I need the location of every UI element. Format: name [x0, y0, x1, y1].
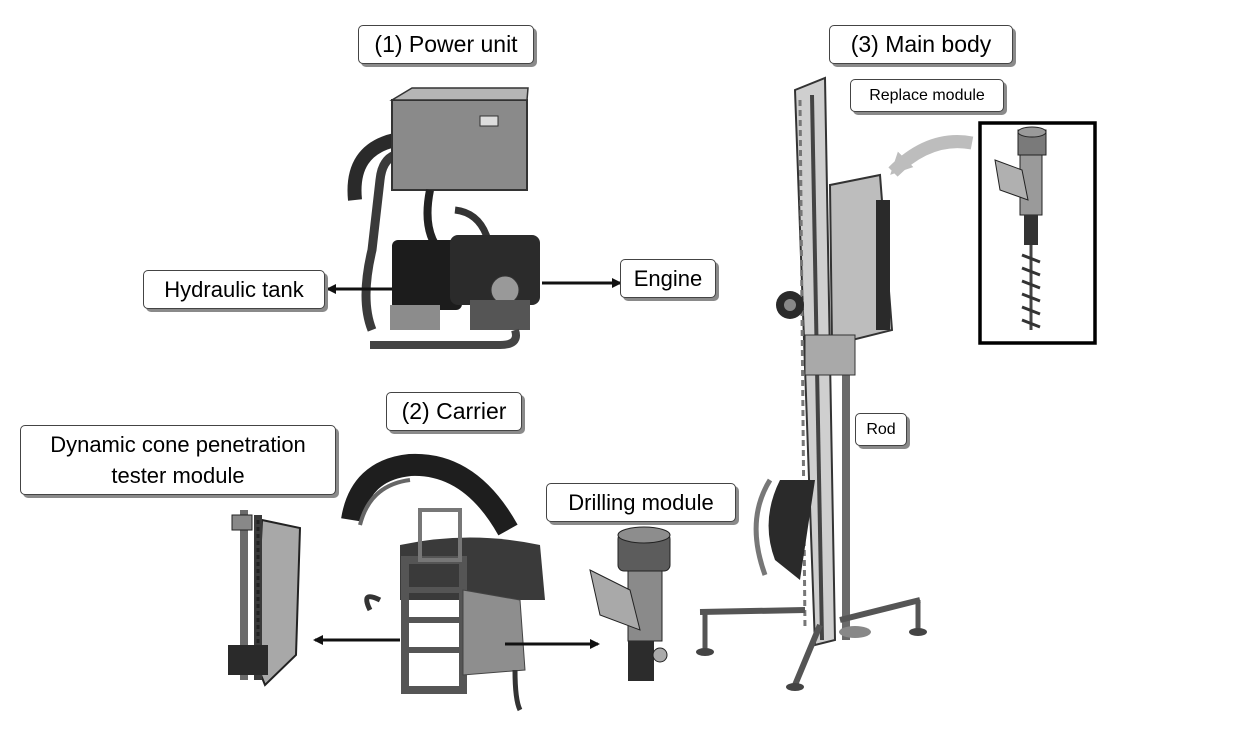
dcp-module-image: [228, 510, 302, 687]
power-unit-image: [347, 87, 540, 349]
drilling-module-label: Drilling module: [546, 483, 736, 522]
replace-module-inset: [978, 121, 1097, 345]
carrier-title: (2) Carrier: [386, 392, 522, 431]
drilling-module-image: [589, 526, 671, 681]
replace-module-label: Replace module: [850, 79, 1004, 112]
dcp-module-label: Dynamic cone penetration tester module: [20, 425, 336, 495]
engine-label: Engine: [620, 259, 716, 298]
carrier-image: [341, 453, 545, 712]
main-body-title: (3) Main body: [829, 25, 1013, 64]
replace-curved-arrow: [888, 135, 974, 177]
main-body-image: [696, 76, 927, 691]
hydraulic-tank-label: Hydraulic tank: [143, 270, 325, 309]
power-unit-title: (1) Power unit: [358, 25, 534, 64]
rod-label: Rod: [855, 413, 907, 446]
